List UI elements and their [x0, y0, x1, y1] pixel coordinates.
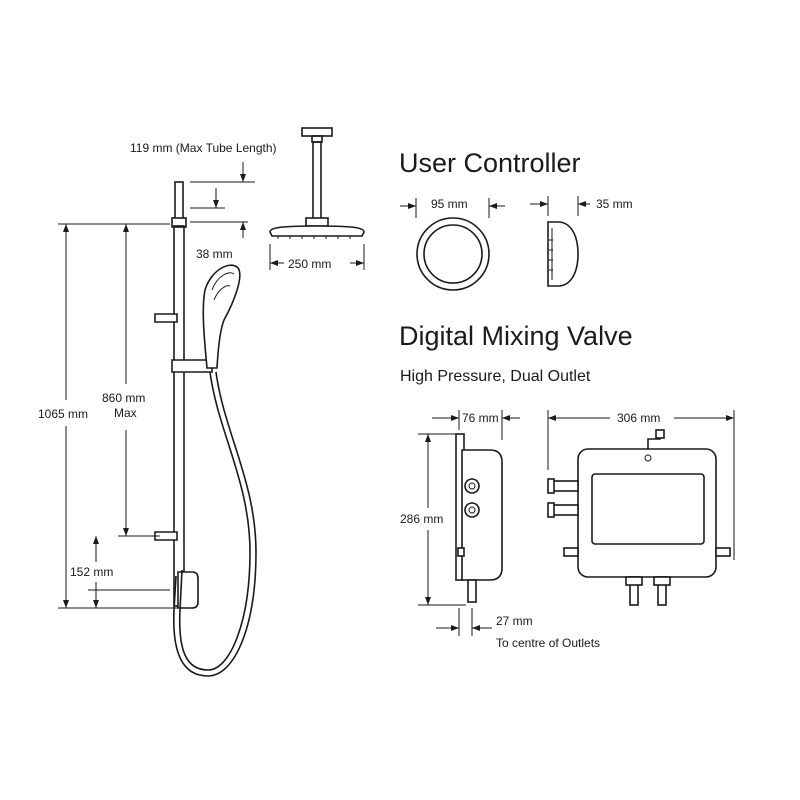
label-controller-diameter: 95 mm [431, 197, 468, 211]
heading-digital-mixing-valve: Digital Mixing Valve [399, 321, 633, 351]
valve-front-drawing [547, 429, 731, 606]
label-valve-depth: 76 mm [462, 411, 499, 425]
user-controller-front-drawing: 95 mm [400, 197, 505, 291]
label-rail-height: 860 mm [102, 391, 145, 405]
dim-outlet-offset: 27 mm To centre of Outlets [436, 608, 600, 650]
valve-side-drawing [455, 433, 503, 603]
dim-head-diameter: 250 mm [269, 244, 365, 271]
dim-valve-depth: 76 mm [432, 410, 520, 440]
label-controller-depth: 35 mm [596, 197, 633, 211]
dim-arm-drop: 38 mm [190, 221, 248, 261]
dim-total-height: 1065 mm [38, 223, 182, 609]
label-total-height: 1065 mm [38, 407, 88, 421]
label-outlet-offset: 27 mm [496, 614, 533, 628]
shower-riser-drawing [154, 181, 257, 677]
user-controller-side-drawing: 35 mm [530, 196, 633, 287]
label-valve-width: 306 mm [617, 411, 660, 425]
ceiling-shower-head-drawing [269, 127, 365, 239]
label-bottom-offset: 152 mm [70, 565, 113, 579]
dim-valve-height: 286 mm [400, 433, 466, 606]
label-rail-height-note: Max [114, 406, 137, 420]
label-head-diameter: 250 mm [288, 257, 331, 271]
dim-bottom-offset: 152 mm [70, 536, 170, 608]
label-outlet-offset-note: To centre of Outlets [496, 636, 600, 650]
valve-subtitle: High Pressure, Dual Outlet [400, 368, 591, 385]
dim-max-tube-length: 119 mm (Max Tube Length) [130, 141, 277, 209]
dim-rail-height: 860 mm Max [102, 223, 170, 537]
heading-user-controller: User Controller [399, 148, 581, 178]
dim-valve-width: 306 mm [547, 410, 735, 560]
label-arm-drop: 38 mm [196, 247, 233, 261]
label-valve-height: 286 mm [400, 512, 443, 526]
label-max-tube-length: 119 mm (Max Tube Length) [130, 141, 277, 155]
